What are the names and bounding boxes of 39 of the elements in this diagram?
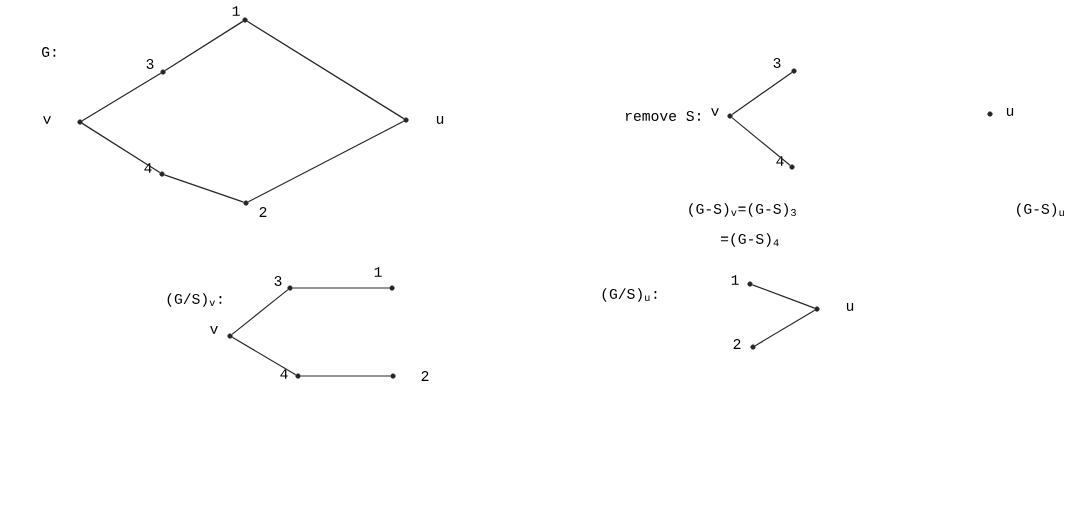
math-label: remove S: (625, 111, 700, 121)
vertex-label: u (1006, 108, 1014, 116)
vertex-label: 2 (259, 207, 267, 217)
graph-edge (231, 289, 289, 335)
vertex-label: 3 (146, 59, 154, 69)
graph-edge (164, 20, 244, 72)
vertex-label: 1 (731, 275, 739, 285)
graph-edge (754, 309, 816, 347)
vertex-label: 2 (733, 339, 741, 349)
vertex-label: 1 (374, 267, 382, 277)
vertex-label: 2 (421, 371, 429, 381)
graph-edge (731, 71, 793, 116)
vertex-label: 1 (232, 6, 240, 16)
vertex-label: 4 (776, 156, 784, 166)
graph-edge (81, 72, 162, 122)
math-label: (G-S)$_{u}$ (1017, 203, 1064, 217)
graph-edge (246, 20, 405, 120)
vertex-label: 4 (144, 163, 152, 173)
graph-edge (81, 122, 161, 174)
graph-edge (731, 117, 791, 166)
graph-edge (751, 284, 816, 309)
math-label: (G/S)$_{v}$: (167, 293, 222, 307)
graph-edge (163, 174, 245, 203)
graph-edge (231, 336, 297, 376)
math-label: G: (42, 47, 56, 57)
math-label: =(G-S)$_{4}$ (721, 233, 779, 247)
math-label: (G/S)$_{u}$: (602, 288, 657, 302)
graph-edge (300, 375, 391, 377)
vertex-label: 3 (274, 276, 282, 286)
vertex-label: u (846, 303, 854, 311)
graph-edge (247, 120, 405, 203)
graph-edge (292, 287, 390, 289)
math-label: (G-S)$_{v}$=(G-S)$_{3}$ (689, 203, 796, 217)
vertex-label: v (711, 108, 719, 116)
vertex-label: 4 (280, 369, 288, 379)
vertex-label: u (436, 116, 444, 124)
vertex-label: 3 (773, 58, 781, 68)
vertex-label: v (210, 326, 218, 334)
vertex-label: v (43, 116, 51, 124)
